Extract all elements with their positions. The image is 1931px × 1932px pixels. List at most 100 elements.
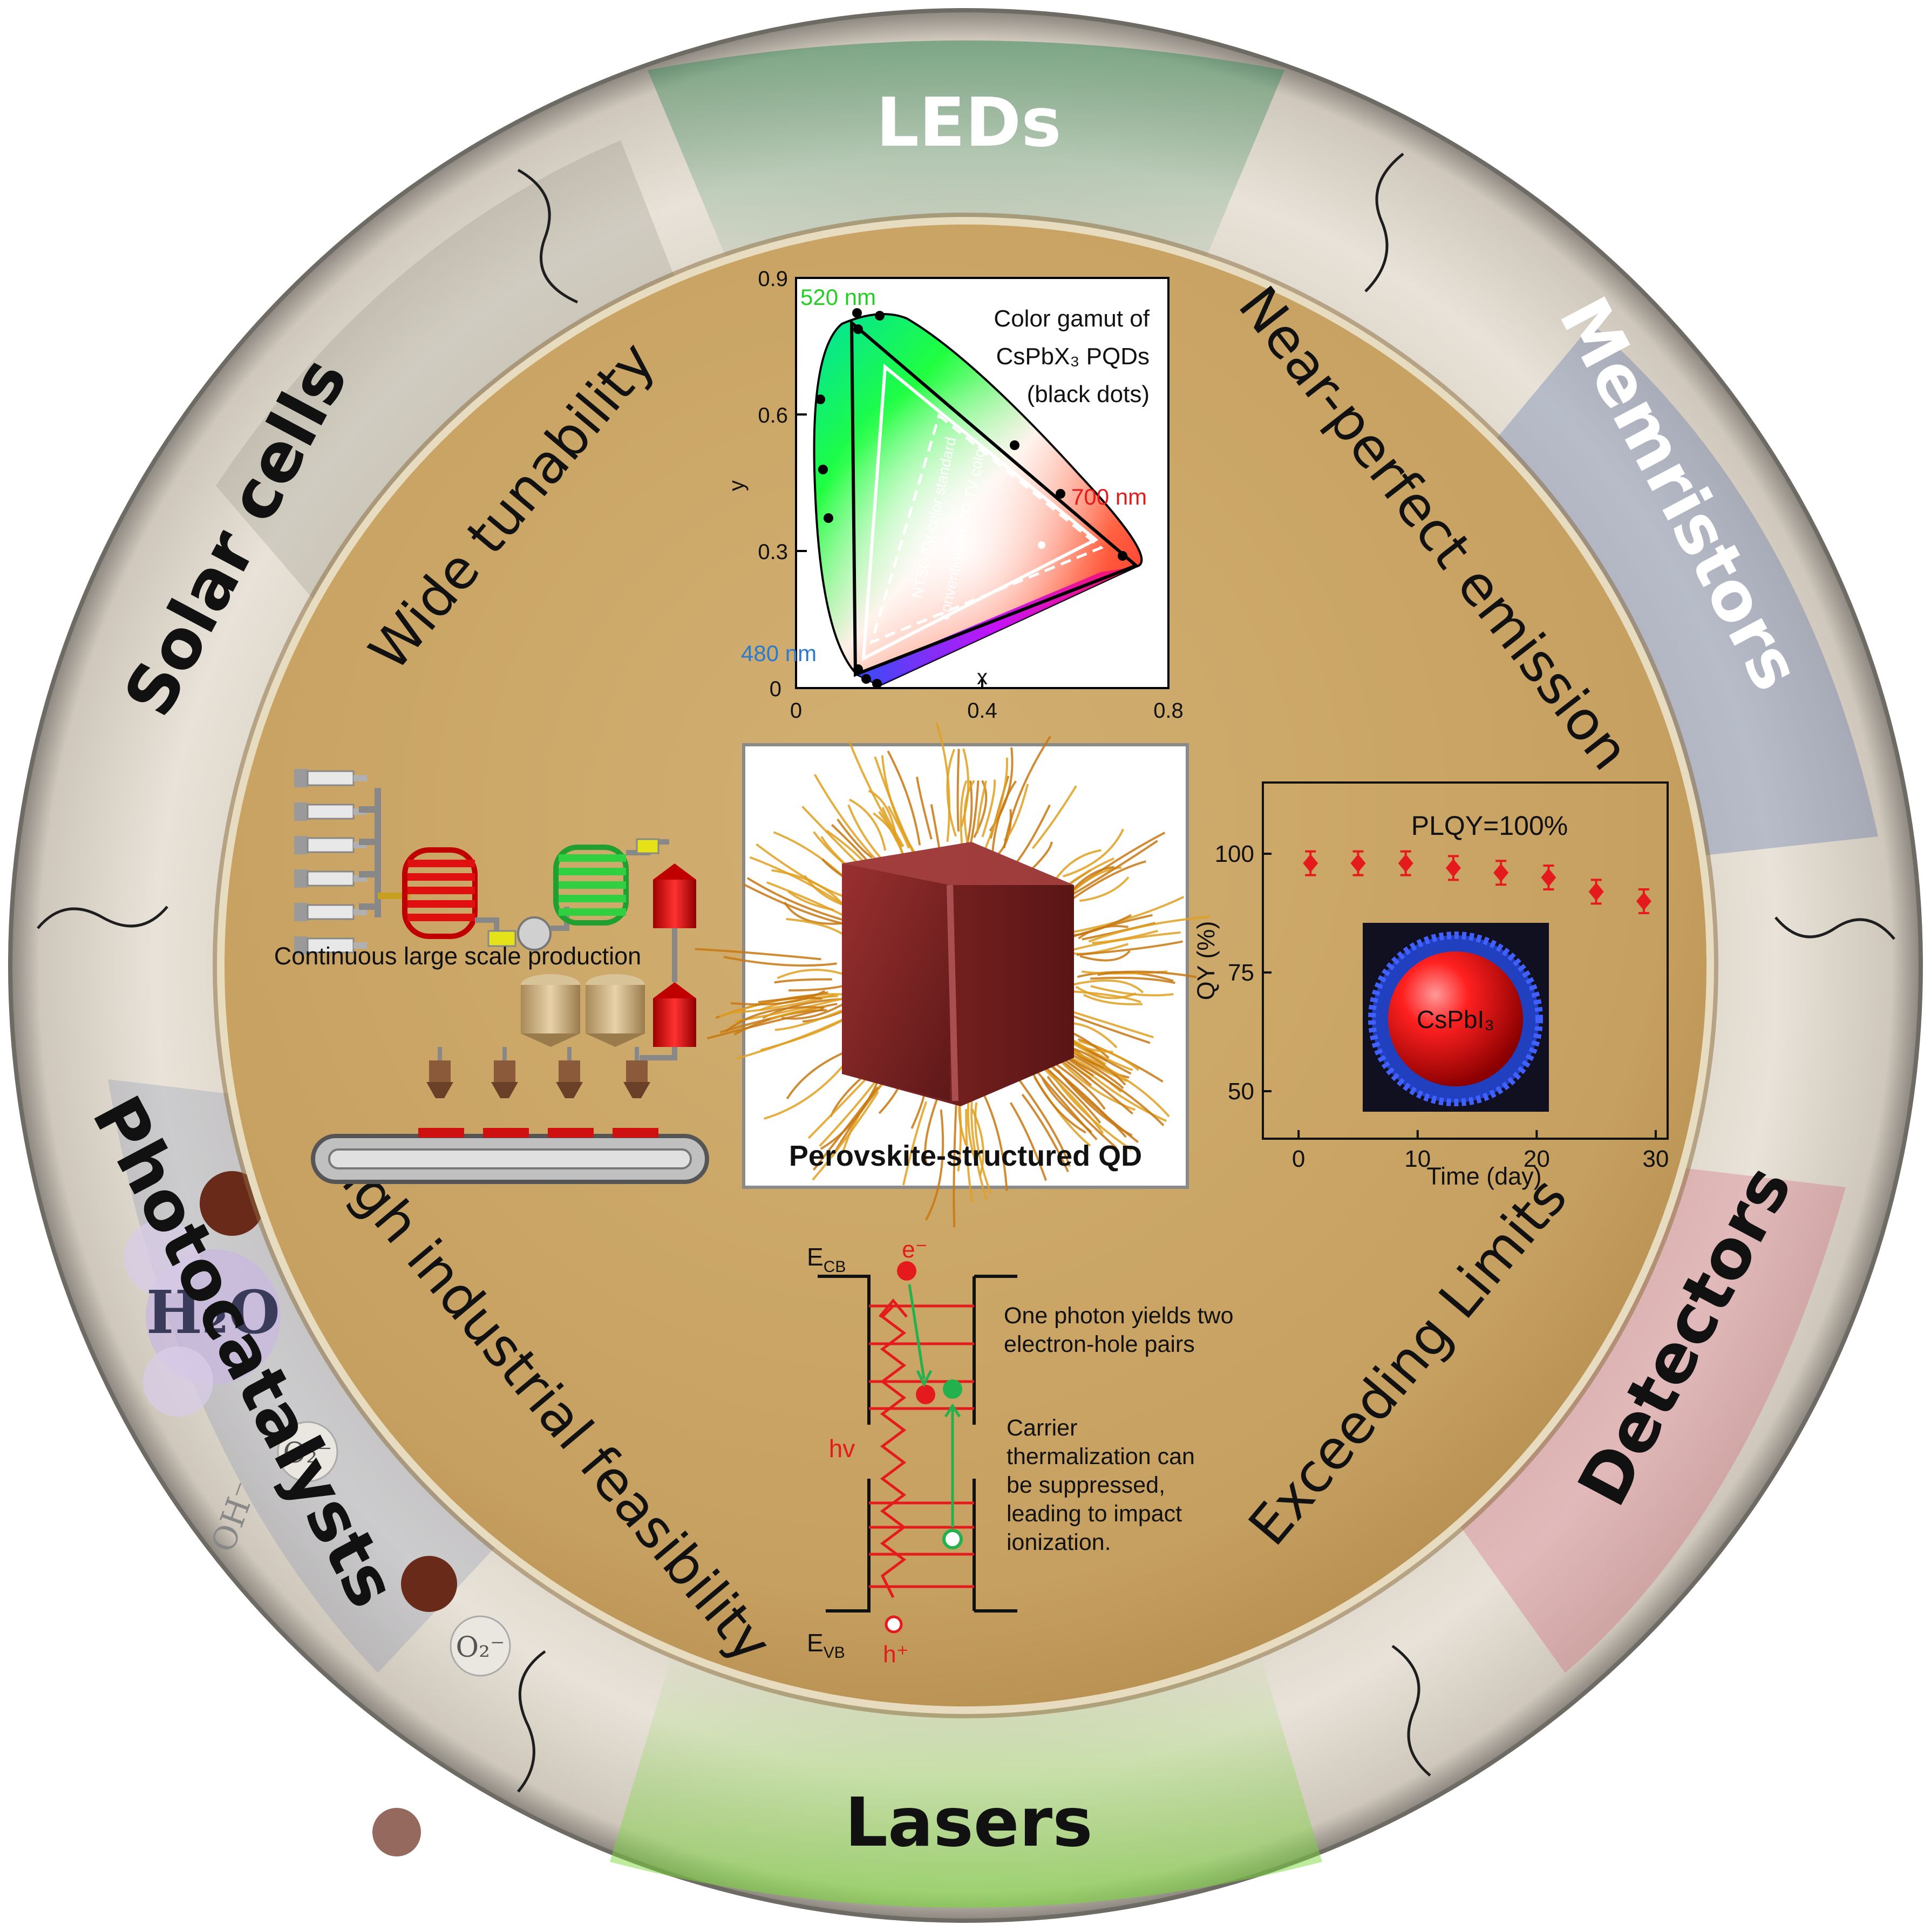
nozzle-icon bbox=[556, 1047, 583, 1098]
ligand-hair bbox=[1068, 1057, 1165, 1126]
cie-annotation-line: CsPbX₃ PQDs bbox=[996, 343, 1150, 370]
ligand-hair bbox=[725, 1006, 825, 1032]
red-tank bbox=[653, 982, 696, 1047]
continuous-production-diagram: Continuous large scale production bbox=[274, 769, 709, 1184]
ligand-hair bbox=[1029, 1066, 1086, 1134]
x-tick-label: 0 bbox=[790, 699, 802, 723]
ring-separator bbox=[517, 168, 579, 304]
ligand-hair bbox=[970, 780, 980, 842]
ligand-hair bbox=[1057, 1069, 1133, 1137]
ring-separator bbox=[37, 906, 168, 929]
ligand-hair bbox=[1076, 940, 1183, 956]
x-tick-label: 30 bbox=[1642, 1146, 1669, 1172]
superoxide-bubble-icon: O₂⁻ bbox=[277, 1421, 338, 1482]
data-point bbox=[1303, 850, 1318, 876]
ring-separator bbox=[1391, 1644, 1431, 1777]
ligand-hair bbox=[1043, 1059, 1127, 1138]
hole-icon bbox=[885, 1615, 903, 1634]
y-tick-label: 0.6 bbox=[758, 404, 788, 427]
ligand-hair bbox=[1083, 994, 1143, 1005]
ligand-hair bbox=[820, 1078, 880, 1150]
qd-caption: Perovskite-structured QD bbox=[789, 1140, 1142, 1172]
ligand-hair bbox=[965, 1109, 974, 1202]
band-note-line: Carrier bbox=[1007, 1415, 1077, 1441]
cspbi3-inset: CsPbI₃ bbox=[1363, 923, 1549, 1112]
ligand-hair bbox=[1063, 1046, 1170, 1118]
x-tick-label: 0.8 bbox=[1153, 699, 1184, 723]
diamond-marker bbox=[1541, 868, 1556, 887]
ligand-hair bbox=[758, 991, 828, 1003]
relaxation-arrow bbox=[908, 1284, 926, 1379]
nozzle-icon bbox=[623, 1047, 650, 1098]
electron-icon bbox=[897, 1261, 916, 1281]
syringe-icon bbox=[294, 903, 367, 921]
ligand-hair bbox=[1066, 1013, 1151, 1044]
solar-background-tint bbox=[216, 140, 702, 675]
ligand-hair bbox=[1071, 979, 1144, 994]
diamond-marker bbox=[1398, 854, 1413, 873]
data-point bbox=[1445, 855, 1461, 881]
water-molecule-icon: H₂O bbox=[124, 1220, 281, 1417]
pump-icon bbox=[517, 916, 552, 951]
ligand-hair bbox=[723, 956, 837, 967]
ligand-hair bbox=[963, 780, 975, 847]
electron-label: e⁻ bbox=[902, 1236, 928, 1263]
spray-nozzles bbox=[426, 1047, 650, 1098]
connector-block bbox=[636, 838, 659, 854]
diamond-marker bbox=[1445, 859, 1461, 877]
ligand-hair bbox=[887, 750, 921, 846]
band-diagram: e⁻ h⁺ hv ECB EVB One photon yields two e… bbox=[807, 1236, 1234, 1668]
ligand-hair bbox=[924, 1094, 940, 1163]
ligand-hair bbox=[777, 969, 849, 979]
ligand-hair bbox=[902, 1101, 928, 1186]
y-tick-label: 0.3 bbox=[758, 540, 788, 564]
cie-x-axis-label: x bbox=[977, 665, 988, 689]
photon-zigzag bbox=[880, 1305, 907, 1598]
ligand-hair bbox=[1097, 970, 1197, 978]
cie-annotation-line: (black dots) bbox=[1027, 381, 1150, 407]
syringe-icon bbox=[294, 936, 367, 955]
valence-well bbox=[826, 1479, 1017, 1613]
cie-chromaticity-diagram: NTSC TV color standard conventional LCD … bbox=[725, 267, 1184, 723]
diamond-marker bbox=[1350, 854, 1366, 873]
hole-icon bbox=[942, 1529, 963, 1549]
band-note-line: One photon yields two bbox=[1004, 1303, 1234, 1329]
ligand-hair bbox=[946, 749, 957, 837]
x-tick-label: 0 bbox=[1292, 1146, 1305, 1172]
superoxide-bubble-icon: O₂⁻ bbox=[450, 1615, 511, 1677]
ring-label-lasers: Lasers bbox=[845, 1784, 1092, 1862]
ligand-hair bbox=[1065, 1050, 1124, 1090]
ligand-hair bbox=[812, 1086, 879, 1171]
detector-background-tint bbox=[1430, 1160, 1846, 1673]
band-note-line: electron-hole pairs bbox=[1004, 1331, 1195, 1357]
electron-icon bbox=[943, 1379, 962, 1399]
ring-separator bbox=[1364, 153, 1404, 292]
ligand-hair bbox=[746, 877, 854, 924]
ligand-hair bbox=[930, 804, 941, 849]
connector-block bbox=[487, 930, 516, 947]
svg-text:O₂⁻: O₂⁻ bbox=[456, 1631, 505, 1664]
ligand-hair bbox=[881, 807, 905, 847]
silo-icon bbox=[521, 974, 580, 1047]
ligand-hair bbox=[1071, 1010, 1154, 1038]
ligand-hair bbox=[1088, 915, 1210, 943]
ligand-hair bbox=[786, 918, 845, 936]
ligand-hair bbox=[1079, 876, 1130, 902]
diamond-marker bbox=[1636, 892, 1651, 910]
ring-separator bbox=[517, 1650, 546, 1793]
ligand-hair bbox=[1046, 1076, 1117, 1149]
laser-background-glow bbox=[610, 1646, 1322, 1908]
ligand-hair bbox=[1079, 950, 1131, 962]
y-tick-label: 50 bbox=[1228, 1078, 1254, 1105]
ligand-hair bbox=[1063, 828, 1125, 877]
ligand-hair bbox=[983, 1094, 1008, 1191]
wavelength-label-green: 520 nm bbox=[800, 284, 876, 310]
ligand-hair bbox=[1031, 785, 1077, 849]
nozzle-icon bbox=[426, 1047, 453, 1098]
syringe-icon bbox=[294, 802, 367, 821]
ligand-hair bbox=[706, 1008, 824, 1040]
ligand-hair bbox=[970, 1093, 988, 1200]
band-note-line: thermalization can bbox=[1007, 1444, 1195, 1470]
